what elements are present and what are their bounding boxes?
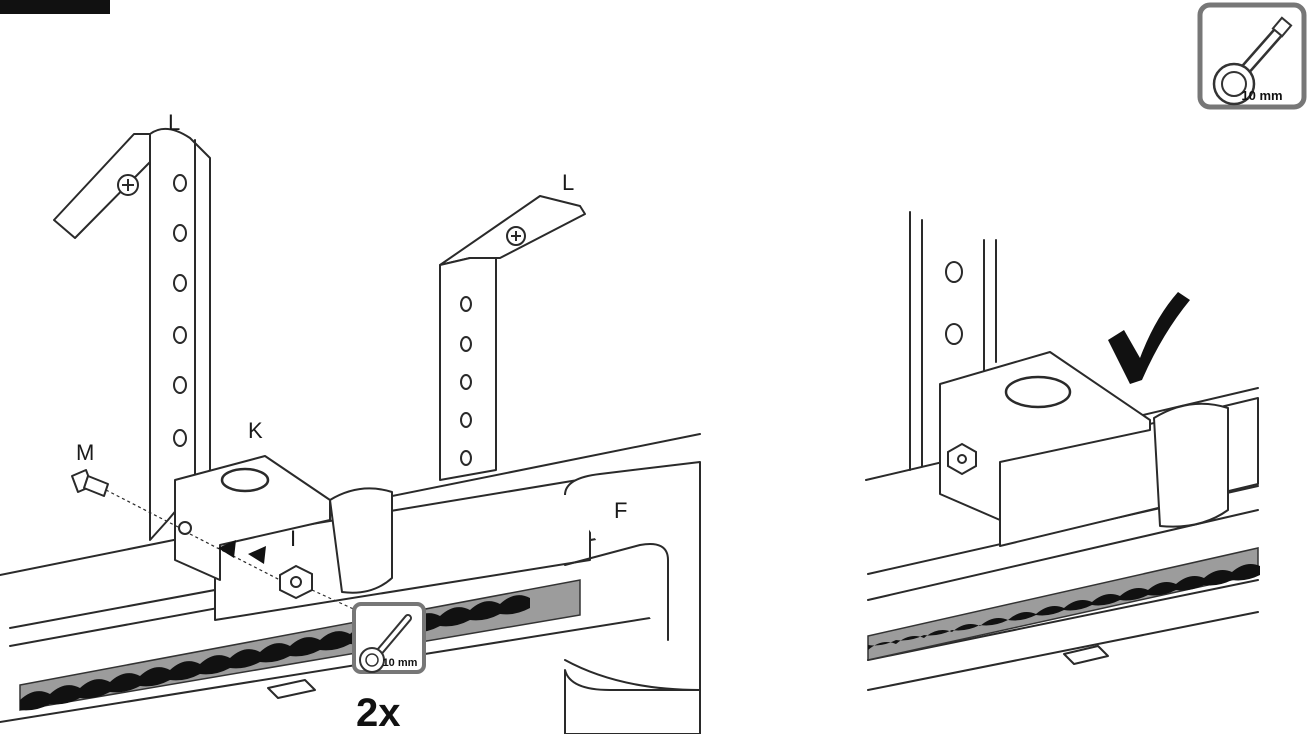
tool-size-inline: 10 mm xyxy=(383,657,418,669)
label-bracket-right: L xyxy=(562,170,574,195)
clamp-k-bolt-hole xyxy=(178,521,192,535)
cover-f-curve xyxy=(564,659,701,691)
tool-size-top: 10 mm xyxy=(1241,88,1282,103)
arrow-icon xyxy=(218,540,236,558)
arrow-icon-2 xyxy=(248,546,266,564)
chain-band-right xyxy=(867,547,1259,661)
quantity-label: 2x xyxy=(356,691,401,734)
right-panel xyxy=(865,211,1260,691)
left-panel: 10 mm L L K M I F 2x xyxy=(0,110,701,734)
bracket-r-holes xyxy=(945,261,963,345)
screw-icon xyxy=(117,174,139,196)
clamp-right xyxy=(939,351,1151,521)
clamp-k xyxy=(174,455,331,581)
rail-r-4 xyxy=(867,579,1259,661)
cover-f-band xyxy=(564,543,669,641)
pipe-clip-right xyxy=(1153,402,1229,528)
label-cover: F xyxy=(614,498,627,523)
rail-slot-right xyxy=(1063,645,1109,665)
checkmark-icon xyxy=(1108,292,1190,384)
bracket-right-holes xyxy=(460,296,472,466)
pipe-clip xyxy=(329,487,393,594)
rail-slot xyxy=(267,679,316,699)
bracket-right-arm xyxy=(439,257,497,481)
bolt-guide-line xyxy=(105,489,181,529)
label-nut: I xyxy=(290,526,296,551)
tool-badge-top: 10 mm xyxy=(1197,2,1307,110)
rail-bottom-edge xyxy=(0,609,701,723)
clamp-k-slot xyxy=(220,467,270,493)
label-bolt: M xyxy=(76,440,94,465)
chain-links-right xyxy=(868,564,1260,650)
nut-installed xyxy=(947,442,977,476)
label-bracket-left: L xyxy=(168,110,180,135)
rail-r-bottom xyxy=(867,611,1259,691)
screw-icon-right xyxy=(506,226,526,246)
clamp-right-slot xyxy=(1004,375,1072,409)
tool-badge-inline: 10 mm xyxy=(352,602,426,674)
bracket-left-holes xyxy=(173,174,187,447)
wrench-icon xyxy=(1212,16,1293,106)
wrench-guide-line xyxy=(311,589,361,613)
label-clamp: K xyxy=(248,418,263,443)
wrench-icon-small xyxy=(359,614,412,673)
bolt-m xyxy=(71,469,109,497)
nut-guide-line xyxy=(189,533,281,581)
step-tab xyxy=(0,0,110,14)
cover-f xyxy=(564,461,701,734)
